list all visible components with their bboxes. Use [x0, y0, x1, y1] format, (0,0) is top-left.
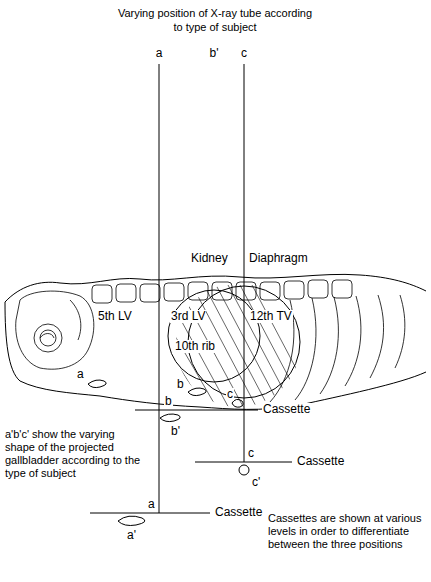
organ-label: Diaphragm — [248, 252, 309, 265]
rib-hatching — [150, 285, 318, 410]
position-label: a — [147, 498, 156, 511]
note-text: Cassettes are shown at various levels in… — [268, 512, 424, 551]
pelvis — [16, 291, 94, 369]
projection-label: a' — [126, 529, 137, 542]
vertebra-label: 3rd LV — [170, 310, 206, 323]
vertebra-label: 12th TV — [249, 310, 293, 323]
cassette-label: Cassette — [262, 403, 311, 416]
vertebra-label: 5th LV — [97, 310, 133, 323]
tube-position-label: c — [240, 47, 248, 60]
tube-position-label: b' — [209, 47, 220, 60]
organ-label: Kidney — [190, 252, 229, 265]
position-label: b — [164, 395, 173, 408]
spine — [92, 280, 352, 303]
kidney-diaphragm-outlines — [168, 286, 300, 398]
figure-title: Varying position of X-ray tube according… — [115, 6, 315, 34]
position-label: c — [226, 388, 234, 401]
tube-position-label: a — [155, 47, 164, 60]
position-label: a — [76, 368, 85, 381]
cassette-label: Cassette — [296, 455, 345, 468]
tube-lines — [159, 64, 244, 513]
note-text: a'b'c' show the varying shape of the pro… — [5, 428, 141, 480]
projection-label: b' — [170, 425, 181, 438]
position-label: b — [176, 378, 185, 391]
position-label: c — [247, 447, 255, 460]
body-outline — [5, 274, 426, 409]
cassette-label: Cassette — [214, 506, 263, 519]
rib-label: 10th rib — [174, 340, 216, 353]
projection-label: c' — [251, 476, 261, 489]
